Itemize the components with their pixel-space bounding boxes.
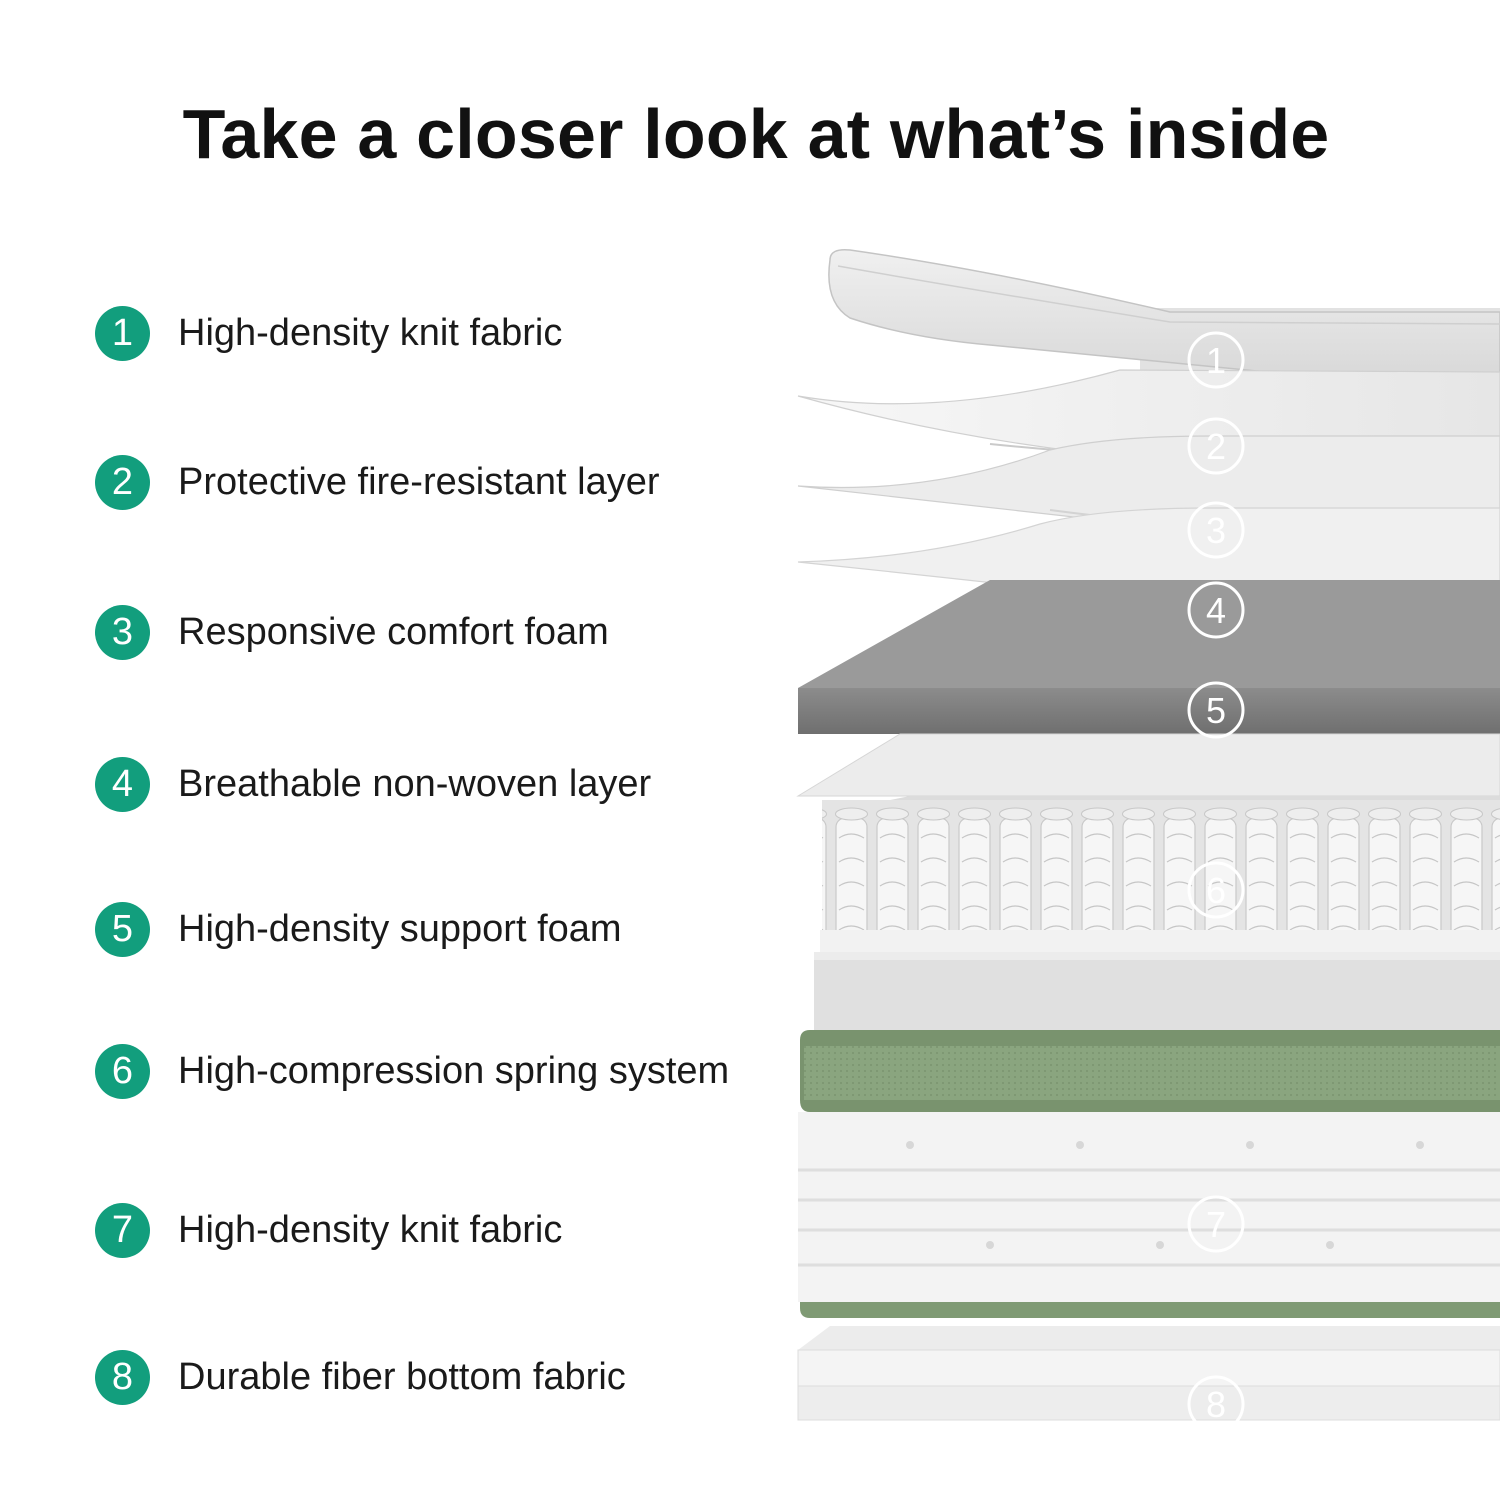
marker-number-2: 2 — [1206, 426, 1226, 467]
marker-ring-5 — [1187, 681, 1245, 739]
legend-item-8: 8 Durable fiber bottom fabric — [95, 1347, 626, 1407]
number-badge: 1 — [95, 305, 150, 361]
green-border-band-top — [800, 1030, 1500, 1112]
legend-label: High-density knit fabric — [178, 311, 563, 354]
legend-label: Responsive comfort foam — [178, 610, 609, 653]
illustration-number-markers — [1187, 331, 1245, 1433]
legend-item-2: 2 Protective fire-resistant layer — [95, 452, 660, 512]
number-badge: 7 — [95, 1202, 150, 1258]
legend-label: Durable fiber bottom fabric — [178, 1355, 626, 1398]
legend-item-6: 6 High-compression spring system — [95, 1041, 729, 1101]
number-badge: 5 — [95, 901, 150, 957]
legend-item-1: 1 High-density knit fabric — [95, 303, 562, 363]
marker-number-6: 6 — [1206, 870, 1226, 911]
marker-number-1: 1 — [1206, 340, 1226, 381]
legend-item-5: 5 High-density support foam — [95, 899, 622, 959]
number-badge: 6 — [95, 1043, 150, 1099]
layer-7-knit-fabric — [798, 1112, 1500, 1318]
layer-6-spring-system — [814, 796, 1500, 1036]
legend-label: Protective fire-resistant layer — [178, 460, 660, 503]
layer-5-support-foam — [798, 580, 1500, 734]
marker-ring-7 — [1187, 1195, 1245, 1253]
marker-ring-3 — [1187, 501, 1245, 559]
number-badge: 8 — [95, 1349, 150, 1405]
marker-number-7: 7 — [1206, 1204, 1226, 1245]
marker-ring-1 — [1187, 331, 1245, 389]
marker-ring-4 — [1187, 581, 1245, 639]
layer-1-knit-fabric — [828, 248, 1500, 391]
page-title: Take a closer look at what’s inside — [182, 95, 1330, 173]
legend-item-3: 3 Responsive comfort foam — [95, 602, 609, 662]
marker-ring-6 — [1187, 861, 1245, 919]
layer-legend: 1 High-density knit fabric 2 Protective … — [95, 0, 815, 1500]
illustration-number-labels: 1 2 3 4 5 6 7 8 — [1206, 340, 1226, 1425]
marker-ring-2 — [1187, 417, 1245, 475]
legend-item-4: 4 Breathable non-woven layer — [95, 754, 651, 814]
marker-number-8: 8 — [1206, 1384, 1226, 1425]
legend-item-7: 7 High-density knit fabric — [95, 1200, 562, 1260]
legend-label: High-density support foam — [178, 907, 622, 950]
marker-number-3: 3 — [1206, 510, 1226, 551]
number-badge: 4 — [95, 756, 150, 812]
layer-spring-cover-sheet — [796, 733, 1500, 797]
number-badge: 2 — [95, 454, 150, 510]
legend-label: Breathable non-woven layer — [178, 762, 652, 805]
marker-ring-8 — [1187, 1375, 1245, 1433]
number-badge: 3 — [95, 604, 150, 660]
marker-number-5: 5 — [1206, 690, 1226, 731]
layer-8-bottom-fabric — [797, 1326, 1500, 1421]
legend-label: High-compression spring system — [178, 1049, 730, 1092]
marker-number-4: 4 — [1206, 590, 1226, 631]
legend-label: High-density knit fabric — [178, 1208, 563, 1251]
mattress-layers-illustration: 1 2 3 4 5 6 7 8 — [790, 240, 1500, 1440]
